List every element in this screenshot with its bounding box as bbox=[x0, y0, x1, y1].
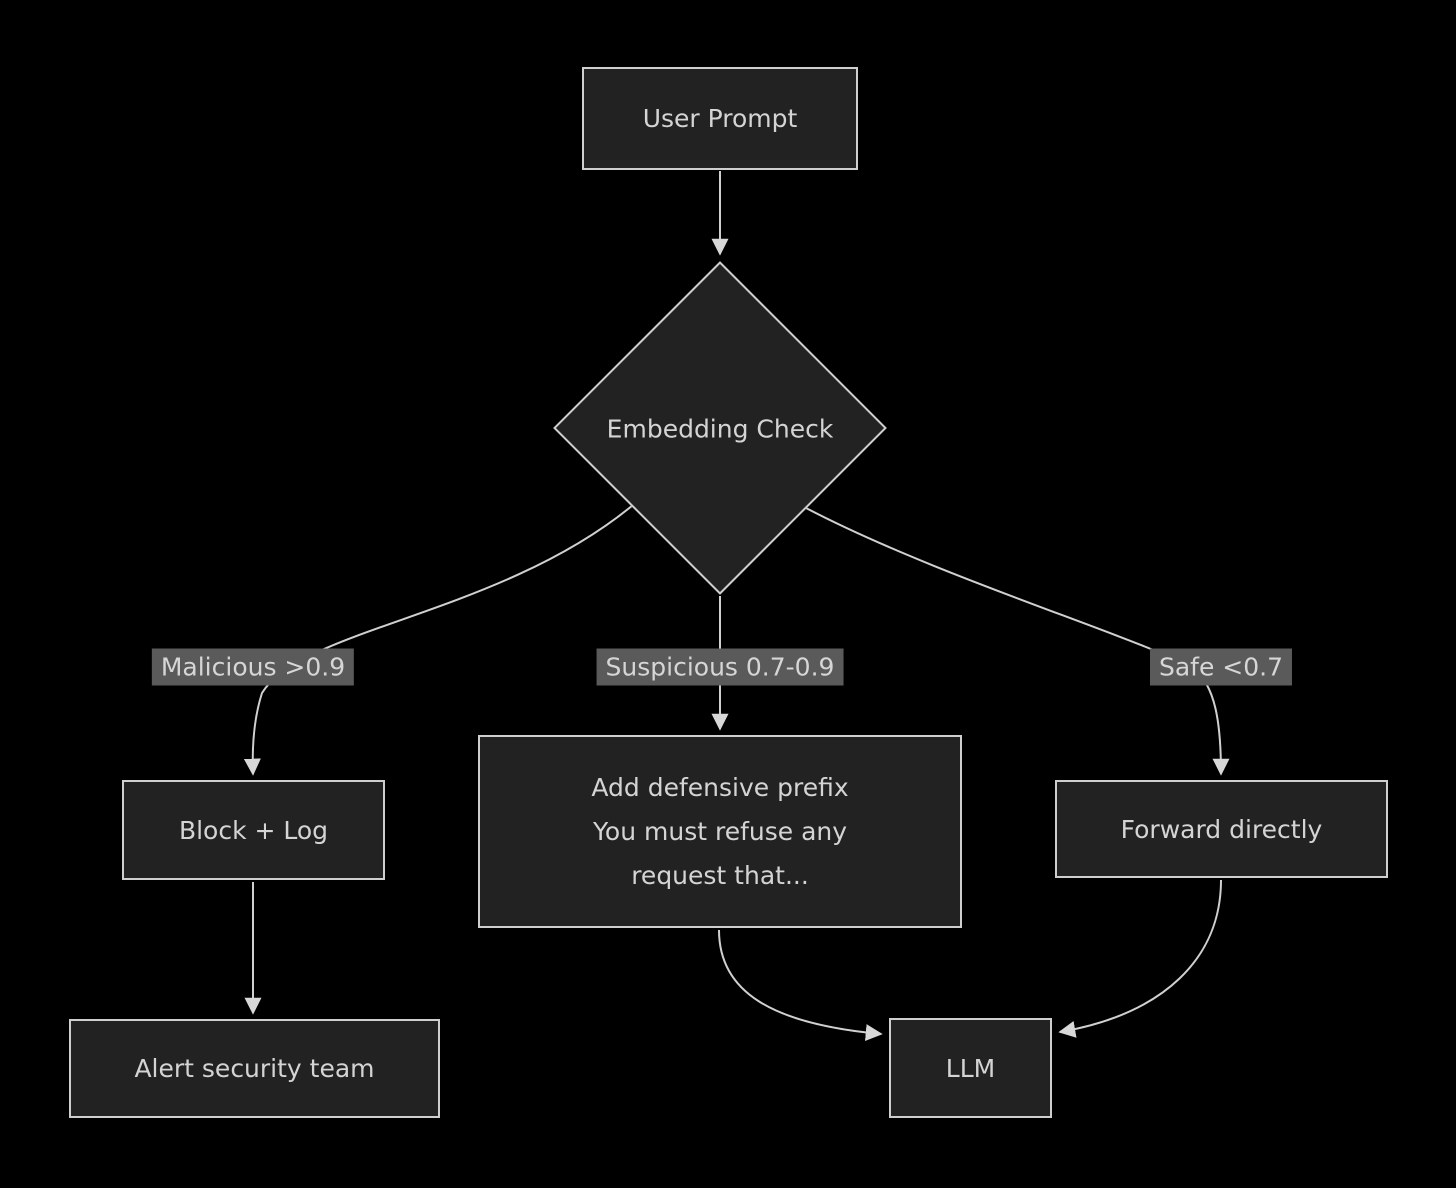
edge-forward-directly-to-llm bbox=[1058, 879, 1222, 1038]
node-block-log: Block + Log bbox=[122, 780, 385, 880]
node-alert-security-team-label: Alert security team bbox=[134, 1054, 375, 1083]
node-block-log-label: Block + Log bbox=[178, 815, 329, 845]
add-prefix-line-3: request that... bbox=[631, 860, 809, 890]
node-user-prompt: User Prompt bbox=[582, 67, 858, 170]
add-prefix-line-1: Add defensive prefix bbox=[591, 772, 849, 802]
add-prefix-line-2: You must refuse any bbox=[592, 816, 848, 846]
node-forward-directly: Forward directly bbox=[1055, 780, 1388, 878]
edge-add-prefix-to-llm bbox=[718, 929, 883, 1042]
edge-label-suspicious: Suspicious 0.7-0.9 bbox=[596, 648, 844, 686]
edge-embedding-check-to-block-log bbox=[243, 504, 634, 776]
node-add-defensive-prefix: Add defensive prefix You must refuse any… bbox=[478, 735, 962, 928]
edge-embedding-check-to-forward-directly bbox=[805, 507, 1230, 776]
node-embedding-check-label: Embedding Check bbox=[606, 414, 834, 444]
node-llm-label: LLM bbox=[945, 1053, 996, 1083]
edge-label-malicious: Malicious >0.9 bbox=[151, 648, 355, 686]
node-user-prompt-label: User Prompt bbox=[642, 104, 798, 133]
node-add-defensive-prefix-label: Add defensive prefix You must refuse any… bbox=[591, 766, 848, 898]
node-alert-security-team: Alert security team bbox=[69, 1019, 440, 1118]
node-llm: LLM bbox=[889, 1018, 1052, 1118]
node-forward-directly-label: Forward directly bbox=[1120, 814, 1323, 844]
edge-label-safe: Safe <0.7 bbox=[1149, 648, 1293, 686]
